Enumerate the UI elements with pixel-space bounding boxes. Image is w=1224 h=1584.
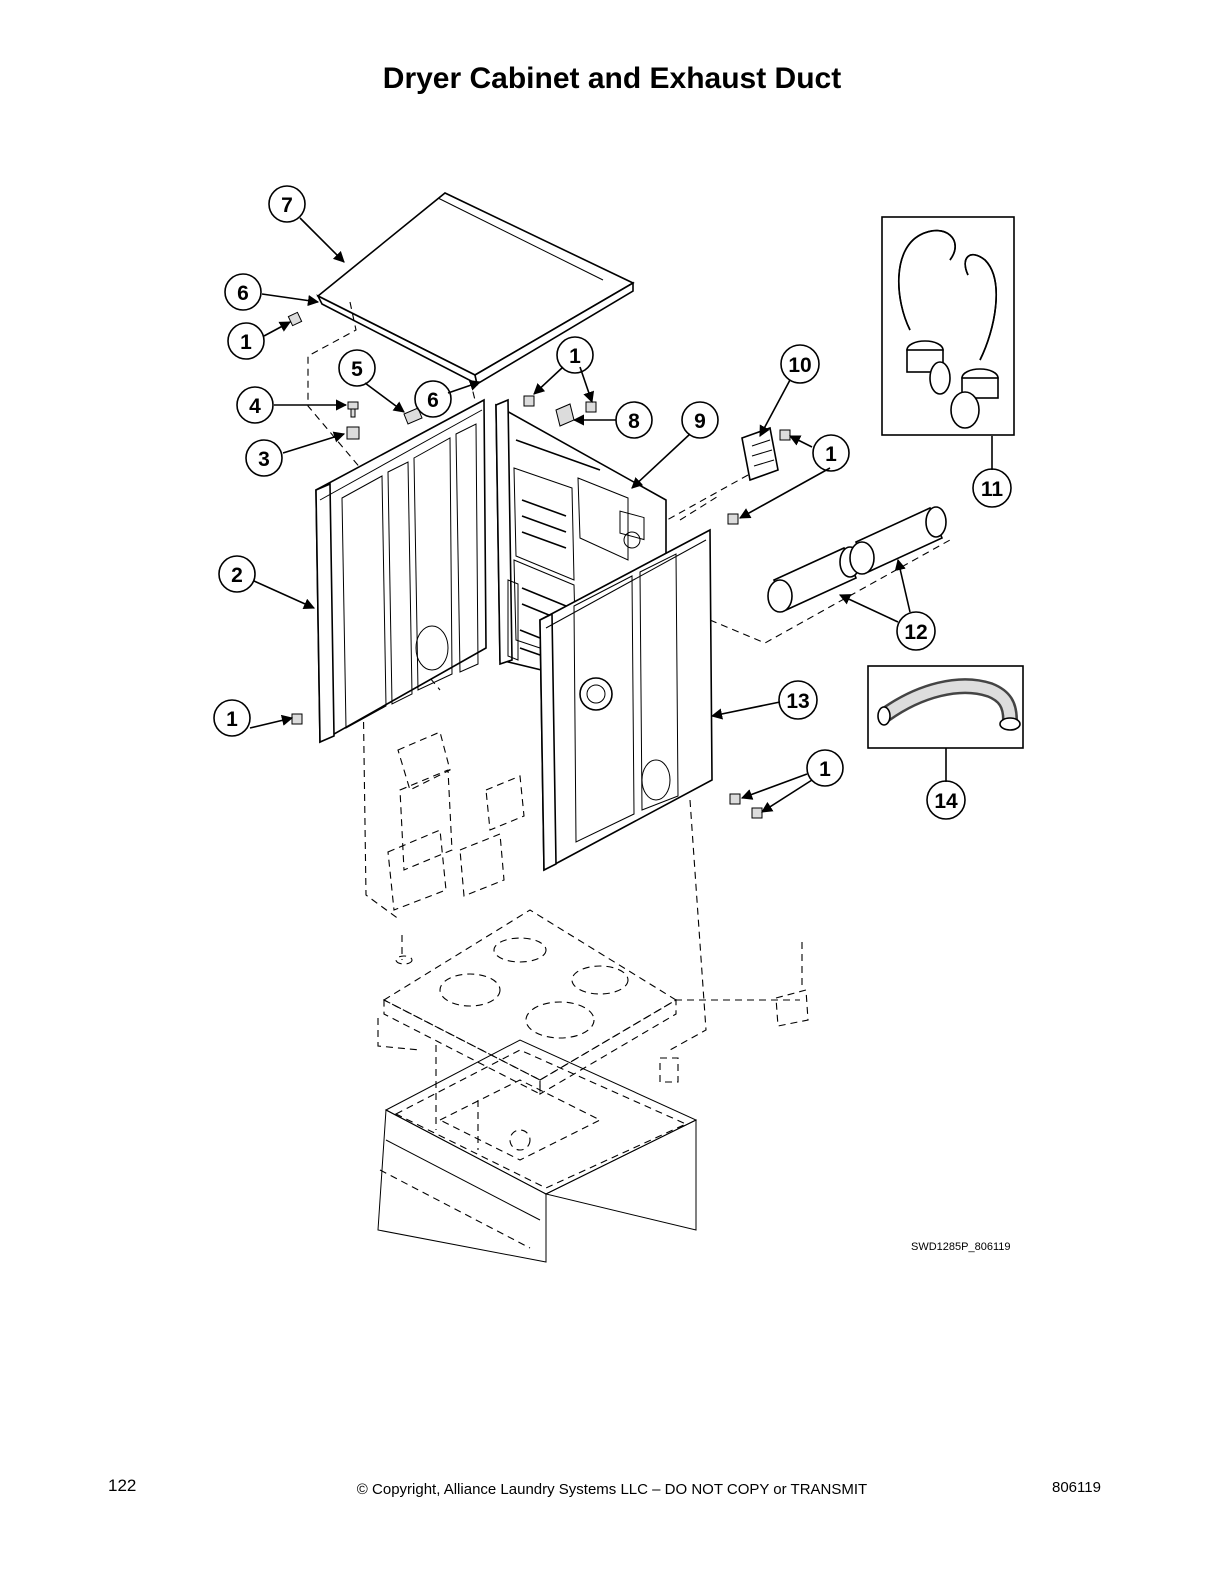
svg-text:10: 10 bbox=[788, 354, 811, 377]
svg-text:1: 1 bbox=[825, 443, 837, 466]
callout-4: 4 bbox=[236, 386, 274, 424]
svg-text:2: 2 bbox=[231, 564, 243, 587]
document-number: 806119 bbox=[1052, 1479, 1101, 1496]
callout-9: 9 bbox=[681, 401, 719, 439]
callout-circles: 7 6 1 5 4 6 1 8 9 10 3 1 11 2 12 13 14 1… bbox=[213, 185, 1012, 820]
callout-14: 14 bbox=[926, 780, 966, 820]
svg-text:8: 8 bbox=[628, 410, 640, 433]
svg-text:7: 7 bbox=[281, 194, 293, 217]
svg-text:4: 4 bbox=[249, 395, 261, 418]
page-number: 122 bbox=[108, 1476, 137, 1495]
svg-text:6: 6 bbox=[237, 282, 249, 305]
svg-text:1: 1 bbox=[240, 331, 252, 354]
front-panel bbox=[539, 528, 713, 872]
svg-text:9: 9 bbox=[694, 410, 706, 433]
left-side-panel bbox=[315, 398, 487, 744]
exhaust-duct-pipes bbox=[767, 506, 947, 613]
svg-text:6: 6 bbox=[427, 389, 439, 412]
svg-text:1: 1 bbox=[569, 345, 581, 368]
drawing-id: SWD1285P_806119 bbox=[911, 1241, 1010, 1253]
callout-6: 6 bbox=[414, 380, 452, 418]
callout-10: 10 bbox=[780, 344, 820, 384]
svg-text:3: 3 bbox=[258, 448, 270, 471]
callout-1: 1 bbox=[812, 434, 850, 472]
screw-icon bbox=[287, 311, 791, 819]
svg-text:13: 13 bbox=[786, 690, 809, 713]
top-panel bbox=[316, 192, 635, 386]
callout-11: 11 bbox=[972, 468, 1012, 508]
hardware-parts bbox=[287, 311, 791, 819]
svg-text:1: 1 bbox=[226, 708, 238, 731]
callout-1: 1 bbox=[213, 699, 251, 737]
copyright-notice: © Copyright, Alliance Laundry Systems LL… bbox=[356, 1481, 868, 1498]
page-title: Dryer Cabinet and Exhaust Duct bbox=[382, 62, 842, 95]
svg-text:1: 1 bbox=[819, 758, 831, 781]
callout-1: 1 bbox=[227, 322, 265, 360]
callout-6: 6 bbox=[224, 273, 262, 311]
callout-13: 13 bbox=[778, 680, 818, 720]
callout-12: 12 bbox=[896, 611, 936, 651]
callout-8: 8 bbox=[615, 401, 653, 439]
callout-1: 1 bbox=[556, 336, 594, 374]
lower-cabinet bbox=[377, 1039, 698, 1263]
callout-2: 2 bbox=[218, 555, 256, 593]
leader-lines bbox=[249, 217, 993, 813]
svg-text:5: 5 bbox=[351, 358, 363, 381]
flex-duct-box bbox=[867, 665, 1024, 749]
svg-text:12: 12 bbox=[904, 621, 927, 644]
svg-text:11: 11 bbox=[981, 478, 1004, 501]
svg-text:14: 14 bbox=[934, 790, 958, 813]
callout-1: 1 bbox=[806, 749, 844, 787]
base-assembly bbox=[382, 731, 809, 1095]
callout-7: 7 bbox=[268, 185, 306, 223]
elbow-kit-box bbox=[881, 216, 1015, 436]
callout-3: 3 bbox=[245, 439, 283, 477]
callout-5: 5 bbox=[338, 349, 376, 387]
